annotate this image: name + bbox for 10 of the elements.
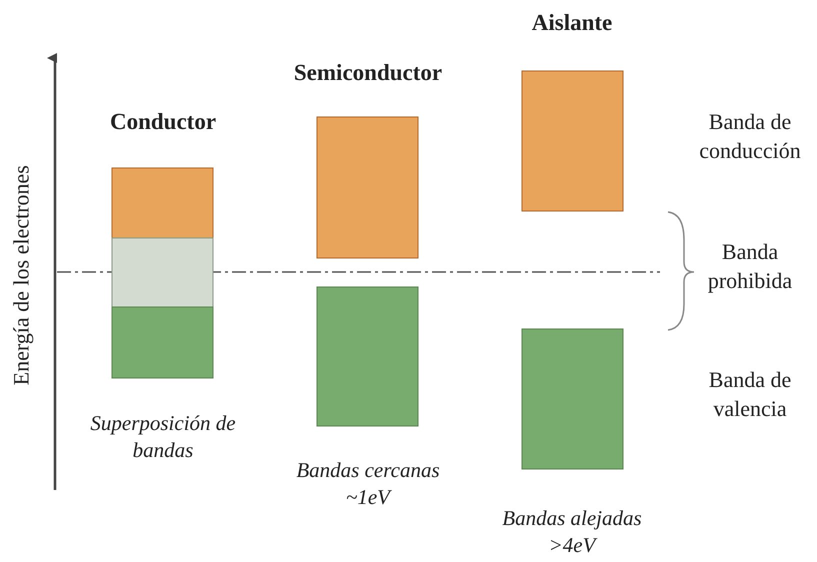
note-text: Superposición de bandas <box>89 410 237 464</box>
column-heading: Semiconductor <box>292 59 444 87</box>
axis-label: Energía de los electrones <box>8 164 35 388</box>
note-text: Bandas cercanas ~1eV <box>295 457 441 512</box>
column-heading: Aislante <box>530 9 614 37</box>
note-text: Bandas alejadas >4eV <box>501 505 643 560</box>
column-heading: Conductor <box>108 108 218 136</box>
band-label: Banda de valencia <box>708 366 792 423</box>
band-label: Banda prohibida <box>706 238 794 295</box>
band-label: Banda de conducción <box>698 108 802 165</box>
